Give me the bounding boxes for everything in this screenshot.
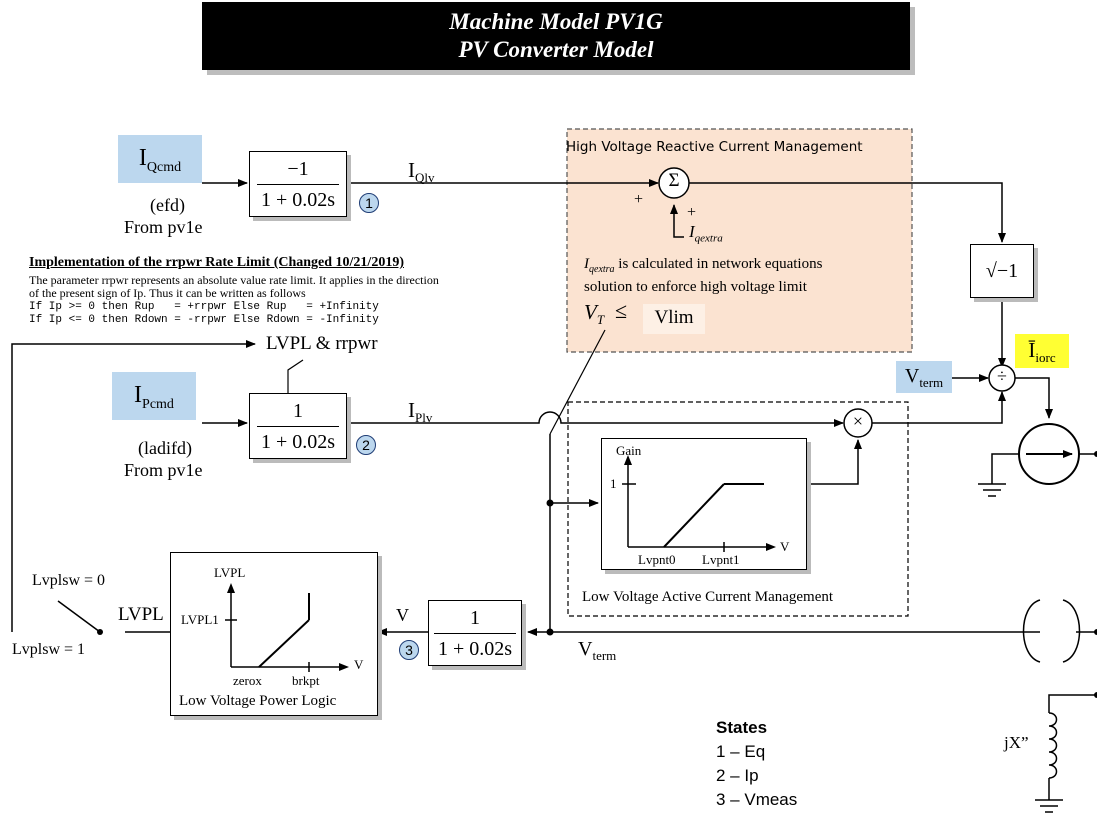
vterm-input-label: Vterm — [896, 361, 952, 393]
hv-mgmt-region — [566, 128, 913, 353]
q-lag-block: −1 1 + 0.02s — [249, 151, 347, 217]
sqrt-block: √−1 — [970, 244, 1034, 298]
lv-gain-one-label: 1 — [610, 476, 617, 491]
state-marker-2: 2 — [356, 435, 376, 455]
v-block-num: 1 — [470, 606, 480, 629]
rate-limit-title: Implementation of the rrpwr Rate Limit (… — [29, 255, 404, 270]
iqcmd-alias: (efd) — [150, 195, 185, 215]
div-symbol: ÷ — [997, 366, 1007, 386]
lvpnt1-label: Lvpnt1 — [702, 552, 740, 567]
state-marker-1: 1 — [359, 193, 379, 213]
brkpt-label: brkpt — [292, 673, 320, 688]
iorc-label: Īiorc — [1015, 334, 1069, 368]
divider-junction — [988, 364, 1016, 392]
title-banner: Machine Model PV1G PV Converter Model — [202, 2, 910, 70]
lv-power-logic-box: LVPL LVPL1 V zerox brkpt Low Voltage Pow… — [170, 552, 378, 716]
rate-limit-line2: of the present sign of Ip. Thus it can b… — [29, 286, 306, 300]
p-lag-block: 1 1 + 0.02s — [249, 393, 347, 459]
lvplsw-0-label: Lvplsw = 0 — [32, 572, 106, 589]
iqcmd-source: From pv1e — [124, 217, 203, 237]
lv-gain-v-label: V — [780, 539, 790, 554]
rate-limit-code2: If Ip <= 0 then Rdown = -rrpwr Else Rdow… — [29, 314, 379, 326]
iqextra-label: Iqextra — [689, 222, 723, 245]
vt-label: VT — [584, 300, 605, 328]
q-block-den: 1 + 0.02s — [256, 183, 340, 212]
lvpl-axis-label: LVPL — [214, 565, 246, 580]
iqcmd-label: IQcmd — [118, 135, 202, 183]
jx-label: jX” — [1004, 733, 1029, 752]
sum-junction — [658, 167, 690, 199]
rate-limit-line1: The parameter rrpwr represents an absolu… — [29, 273, 439, 287]
lvpnt0-label: Lvpnt0 — [638, 552, 676, 567]
multiplier-junction — [843, 408, 873, 438]
lv-active-region — [567, 401, 909, 617]
sum-symbol: Σ — [668, 170, 680, 191]
state-marker-3: 3 — [399, 640, 419, 660]
states-legend: States 1 – Eq 2 – Ip 3 – Vmeas — [716, 716, 797, 812]
iqextra-note-1: Iqextra is calculated in network equatio… — [584, 256, 823, 275]
sum-plus-bottom: + — [687, 204, 697, 221]
sum-plus-left: + — [634, 191, 644, 208]
state-item-3: 3 – Vmeas — [716, 790, 798, 809]
state-item-1: 1 – Eq — [716, 742, 766, 761]
ipcmd-label: IPcmd — [112, 372, 196, 420]
p-block-num: 1 — [293, 399, 303, 422]
zerox-label: zerox — [233, 673, 262, 688]
vlim-label: Vlim — [643, 304, 705, 334]
lvpl1-label: LVPL1 — [181, 612, 219, 627]
lv-power-logic-curve — [225, 583, 349, 672]
ipcmd-alias: (ladifd) — [138, 438, 192, 458]
state-item-2: 2 – Ip — [716, 766, 759, 785]
title-line2: PV Converter Model — [458, 37, 654, 62]
iqlv-label: IQlv — [408, 158, 435, 186]
v-meas-label: V — [396, 605, 409, 625]
lvpl-output-label: LVPL — [118, 604, 164, 625]
iqextra-note-sym: Iqextra — [584, 256, 615, 275]
hv-mgmt-title: High Voltage Reactive Current Management — [566, 139, 863, 155]
rate-limit-code1: If Ip >= 0 then Rup = +rrpwr Else Rup = … — [29, 301, 379, 313]
lvpl-v-label: V — [354, 657, 364, 672]
iqextra-note-2: solution to enforce high voltage limit — [584, 279, 807, 295]
lv-gain-curve — [622, 455, 776, 552]
lv-power-logic-title: Low Voltage Power Logic — [179, 693, 337, 709]
mult-symbol: × — [852, 411, 864, 431]
states-title: States — [716, 718, 768, 737]
p-block-den: 1 + 0.02s — [256, 425, 340, 454]
lv-gain-axis-label: Gain — [616, 443, 642, 458]
title-line1: Machine Model PV1G — [449, 9, 663, 34]
iplv-label: IPlv — [408, 398, 433, 426]
lv-active-title: Low Voltage Active Current Management — [582, 589, 834, 605]
lvplsw-1-label: Lvplsw = 1 — [12, 641, 86, 658]
lvpl-rrpwr-label: LVPL & rrpwr — [266, 333, 378, 354]
le-symbol: ≤ — [615, 298, 628, 323]
v-lag-block: 1 1 + 0.02s — [428, 600, 522, 666]
vterm-line-label: Vterm — [578, 638, 617, 663]
lv-gain-curve-box: Gain 1 V Lvpnt0 Lvpnt1 — [601, 438, 807, 570]
q-block-num: −1 — [287, 157, 309, 180]
v-block-den: 1 + 0.02s — [433, 632, 517, 661]
ipcmd-source: From pv1e — [124, 460, 203, 480]
